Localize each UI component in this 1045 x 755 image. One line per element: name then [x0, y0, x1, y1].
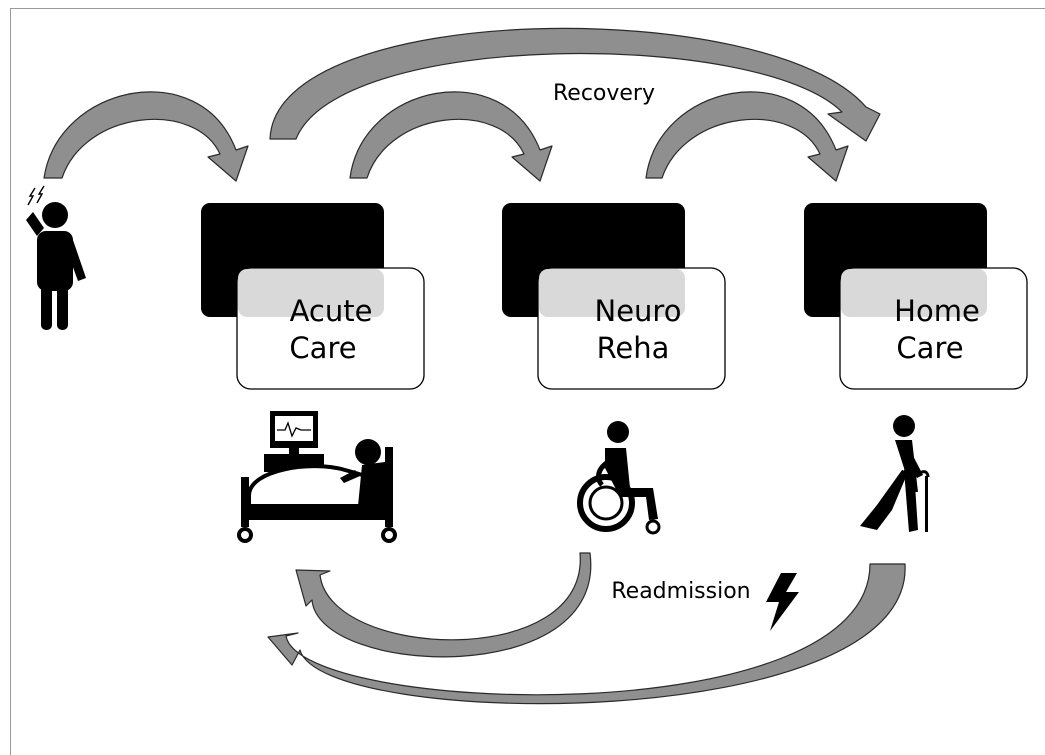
arrow-reha-to-home	[645, 91, 849, 182]
wheelchair-icon	[577, 421, 661, 535]
arrow-acute-to-reha	[349, 91, 553, 182]
elderly-cane-icon	[860, 415, 930, 532]
arrow-home-to-acute-readmission	[267, 563, 906, 705]
stage-reha-line2: Reha	[597, 331, 670, 365]
recovery-label: Recovery	[553, 81, 655, 106]
stage-home-line1: Home	[894, 294, 980, 328]
stage-neuro-reha: Neuro Reha	[502, 203, 726, 390]
hospital-bed-monitor-icon	[237, 411, 397, 543]
stage-home-line2: Care	[896, 331, 963, 365]
readmission-label: Readmission	[611, 579, 750, 604]
stage-acute-care: Acute Care	[201, 203, 425, 390]
stage-acute-line2: Care	[289, 331, 356, 365]
arrow-patient-to-acute	[43, 91, 249, 182]
arrow-reha-to-acute-readmission	[295, 552, 592, 658]
stage-reha-line1: Neuro	[595, 294, 682, 328]
stage-home-care: Home Care	[804, 203, 1028, 390]
arrow-acute-to-home-recovery	[269, 27, 881, 142]
person-headache-icon	[26, 185, 86, 330]
lightning-bolt-icon	[766, 573, 799, 631]
stage-acute-line1: Acute	[290, 294, 373, 328]
diagram-frame	[10, 8, 1045, 755]
